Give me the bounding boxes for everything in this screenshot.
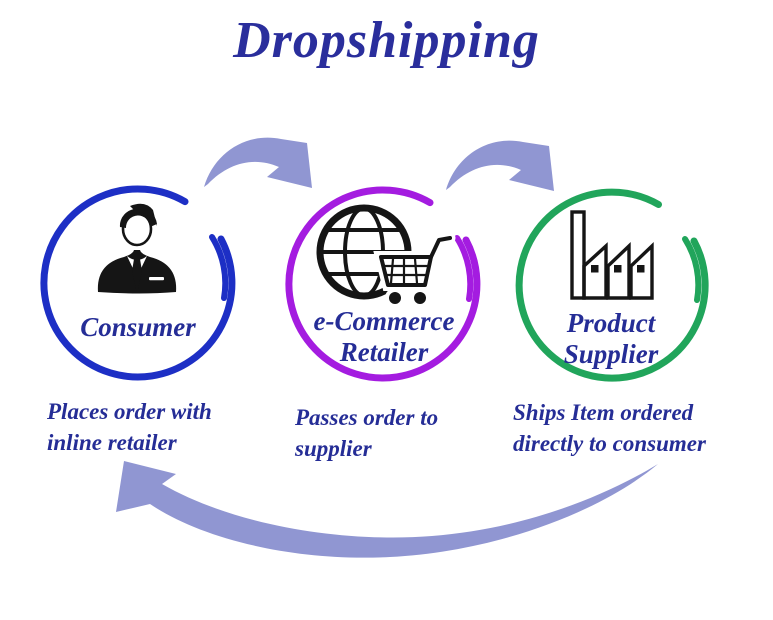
supplier-label: Product Supplier — [564, 308, 659, 370]
retailer-label: e-Commerce Retailer — [314, 306, 455, 368]
factory-building-1 — [582, 242, 608, 300]
retailer-circle-arc — [285, 186, 481, 382]
cart-wheel-right — [414, 292, 426, 304]
supplier-label-line1: Product — [566, 308, 656, 338]
retailer-circle — [285, 186, 481, 382]
retailer-label-line1: e-Commerce — [313, 306, 455, 336]
supplier-description: Ships Item ordered directly to consumer — [513, 397, 706, 459]
arrow-supplier-to-consumer-icon — [116, 461, 658, 558]
cart-basket — [379, 255, 433, 287]
consumer-description-line1: Places order with — [47, 399, 212, 424]
cart-handle — [429, 236, 452, 259]
supplier-circle-brush-hook — [682, 236, 702, 303]
retailer-description-line1: Passes order to — [295, 405, 439, 430]
supplier-circle-arc — [515, 188, 709, 382]
retailer-circle-brush-hook — [454, 235, 474, 302]
retailer-description-line2: supplier — [295, 436, 372, 461]
consumer-description: Places order with inline retailer — [47, 396, 212, 458]
consumer-label-line1: Consumer — [80, 312, 196, 342]
arrow-consumer-to-retailer-icon — [204, 137, 312, 188]
globe-cart-icon — [316, 204, 456, 308]
supplier-description-line1: Ships Item ordered — [513, 400, 694, 425]
factory-building-3 — [629, 242, 654, 300]
businessman-hair-fringe — [130, 203, 157, 226]
supplier-description-line2: directly to consumer — [513, 431, 706, 456]
cart-basket-grid — [382, 257, 431, 285]
page-title: Dropshipping — [233, 12, 540, 69]
supplier-circle — [515, 188, 709, 382]
consumer-description-line2: inline retailer — [47, 430, 177, 455]
retailer-label-line2: Retailer — [339, 337, 429, 367]
businessman-icon — [97, 203, 177, 294]
retailer-description: Passes order to supplier — [295, 402, 438, 464]
consumer-circle-brush-hook — [209, 234, 229, 301]
factory-icon — [570, 210, 654, 300]
businessman-pocket-line — [149, 277, 164, 281]
consumer-circle-arc — [40, 185, 236, 381]
businessman-tie — [132, 259, 142, 289]
cart-wheel-left — [389, 292, 401, 304]
factory-windows — [591, 265, 645, 273]
factory-building-2 — [606, 242, 631, 300]
supplier-label-line2: Supplier — [563, 339, 659, 369]
factory-chimney — [570, 210, 586, 300]
consumer-circle — [40, 185, 236, 381]
arrow-retailer-to-supplier-icon — [446, 140, 554, 191]
consumer-label: Consumer — [80, 312, 196, 343]
